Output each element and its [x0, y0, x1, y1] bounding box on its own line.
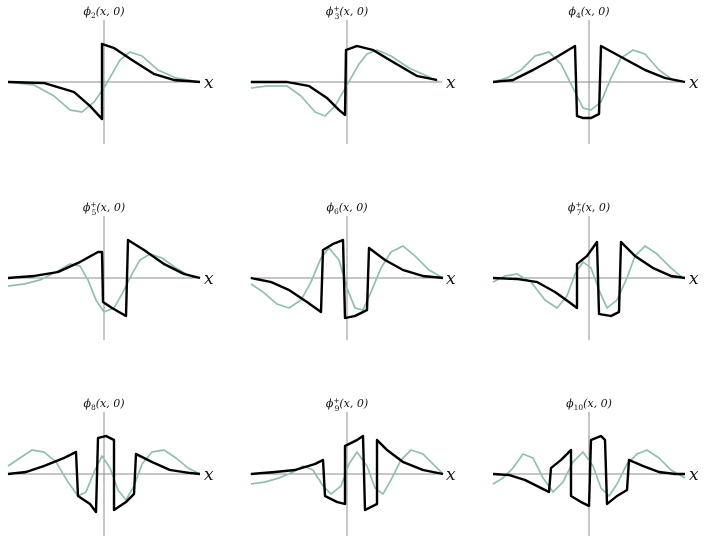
light-curve: [250, 245, 444, 311]
x-axis-label: x: [204, 73, 214, 93]
light-curve: [250, 49, 440, 117]
panel-phi8: ϕ8(x, 0) x: [7, 397, 214, 536]
title-subscript: 8: [91, 403, 96, 412]
light-curve: [7, 51, 201, 113]
title-superscript: +: [575, 200, 581, 209]
title-argument: (x, 0): [96, 201, 125, 214]
title-argument: (x, 0): [339, 201, 368, 214]
title-subscript: 10: [574, 403, 584, 412]
panel-title: ϕ4(x, 0): [568, 5, 609, 20]
light-curve: [492, 49, 686, 111]
title-symbol: ϕ: [326, 201, 334, 214]
title-subscript: 4: [576, 11, 581, 20]
title-subscript: 6: [334, 207, 339, 216]
title-symbol: ϕ: [568, 201, 576, 214]
x-axis-label: x: [446, 73, 456, 93]
panel-phi4: ϕ4(x, 0) x: [492, 5, 699, 144]
dark-curve: [7, 42, 201, 121]
light-curve: [7, 449, 201, 501]
panel-phi7: ϕ+7(x, 0) x: [492, 200, 699, 340]
panel-phi9: ϕ+9(x, 0) x: [250, 396, 456, 536]
dark-curve: [492, 434, 685, 508]
dark-curve: [7, 238, 201, 318]
title-argument: (x, 0): [339, 5, 368, 18]
title-symbol: ϕ: [83, 201, 91, 214]
panel-title: ϕ6(x, 0): [326, 201, 367, 216]
title-subscript: 3: [335, 12, 340, 21]
title-argument: (x, 0): [339, 397, 368, 410]
title-subscript: 9: [335, 404, 340, 413]
panel-phi2: ϕ2(x, 0) x: [7, 5, 214, 144]
x-axis-label: x: [689, 73, 699, 93]
title-subscript: 7: [577, 208, 582, 217]
title-superscript: +: [90, 200, 96, 209]
dark-curve: [7, 434, 201, 514]
panel-phi5: ϕ+5(x, 0) x: [7, 200, 214, 340]
panel-title: ϕ+9(x, 0): [326, 396, 368, 413]
x-axis-label: x: [204, 269, 214, 289]
title-argument: (x, 0): [583, 397, 612, 410]
title-argument: (x, 0): [581, 5, 610, 18]
title-symbol: ϕ: [568, 5, 576, 18]
x-axis-label: x: [689, 465, 699, 485]
title-superscript: +: [333, 396, 339, 405]
title-symbol: ϕ: [326, 397, 334, 410]
panel-title: ϕ+5(x, 0): [83, 200, 125, 217]
title-argument: (x, 0): [96, 397, 125, 410]
dark-curve: [250, 238, 444, 320]
panel-phi6: ϕ6(x, 0) x: [250, 201, 456, 340]
title-symbol: ϕ: [83, 5, 91, 18]
title-symbol: ϕ: [83, 397, 91, 410]
dark-curve: [492, 240, 686, 318]
title-argument: (x, 0): [96, 5, 125, 18]
panel-phi3: ϕ+3(x, 0) x: [250, 4, 456, 144]
panel-phi10: ϕ10(x, 0) x: [492, 397, 699, 536]
x-axis-label: x: [446, 269, 456, 289]
x-axis-label: x: [446, 465, 456, 485]
panel-title: ϕ8(x, 0): [83, 397, 124, 412]
panel-title: ϕ+7(x, 0): [568, 200, 610, 217]
panel-title: ϕ10(x, 0): [566, 397, 612, 412]
dark-curve: [250, 434, 444, 512]
panel-title: ϕ2(x, 0): [83, 5, 124, 20]
light-curve: [492, 449, 686, 497]
panel-title: ϕ+3(x, 0): [326, 4, 368, 21]
title-superscript: +: [333, 4, 339, 13]
x-axis-label: x: [204, 465, 214, 485]
title-subscript: 2: [91, 11, 96, 20]
title-argument: (x, 0): [581, 201, 610, 214]
dark-curve: [492, 44, 686, 120]
x-axis-label: x: [689, 269, 699, 289]
title-symbol: ϕ: [566, 397, 574, 410]
title-subscript: 5: [92, 208, 97, 217]
title-symbol: ϕ: [326, 5, 334, 18]
dark-curve: [251, 44, 438, 117]
